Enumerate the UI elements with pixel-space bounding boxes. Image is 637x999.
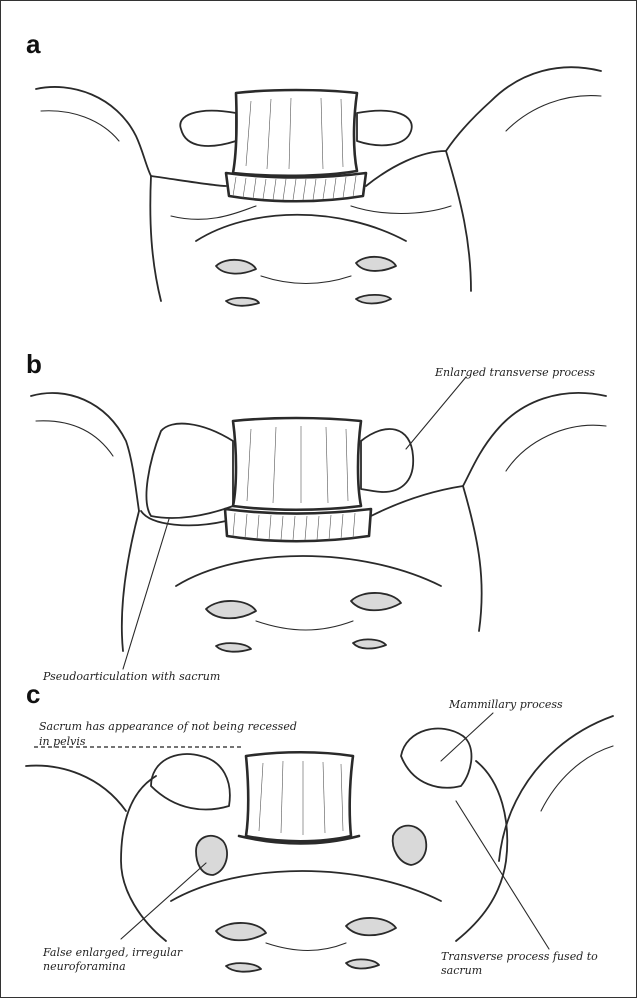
label-sacrum-recessed-line2: in pelvis bbox=[39, 735, 86, 749]
label-enlarged-transverse-process: Enlarged transverse process bbox=[435, 366, 595, 380]
label-mammillary-process: Mammillary process bbox=[449, 698, 563, 712]
label-false-enlarged-line2: neuroforamina bbox=[43, 960, 126, 974]
label-false-enlarged-line1: False enlarged, irregular bbox=[43, 946, 182, 960]
label-sacrum-recessed-line1: Sacrum has appearance of not being reces… bbox=[39, 720, 297, 734]
mammillary-leader bbox=[441, 713, 493, 761]
panel-c-pelvis-illustration bbox=[26, 713, 613, 972]
transverse-fused-leader bbox=[456, 801, 549, 949]
label-transverse-fused-line2: sacrum bbox=[441, 964, 482, 978]
label-transverse-fused-line1: Transverse process fused to bbox=[441, 950, 598, 964]
false-foramina-leader bbox=[121, 863, 206, 939]
label-pseudoarticulation: Pseudoarticulation with sacrum bbox=[43, 670, 220, 684]
